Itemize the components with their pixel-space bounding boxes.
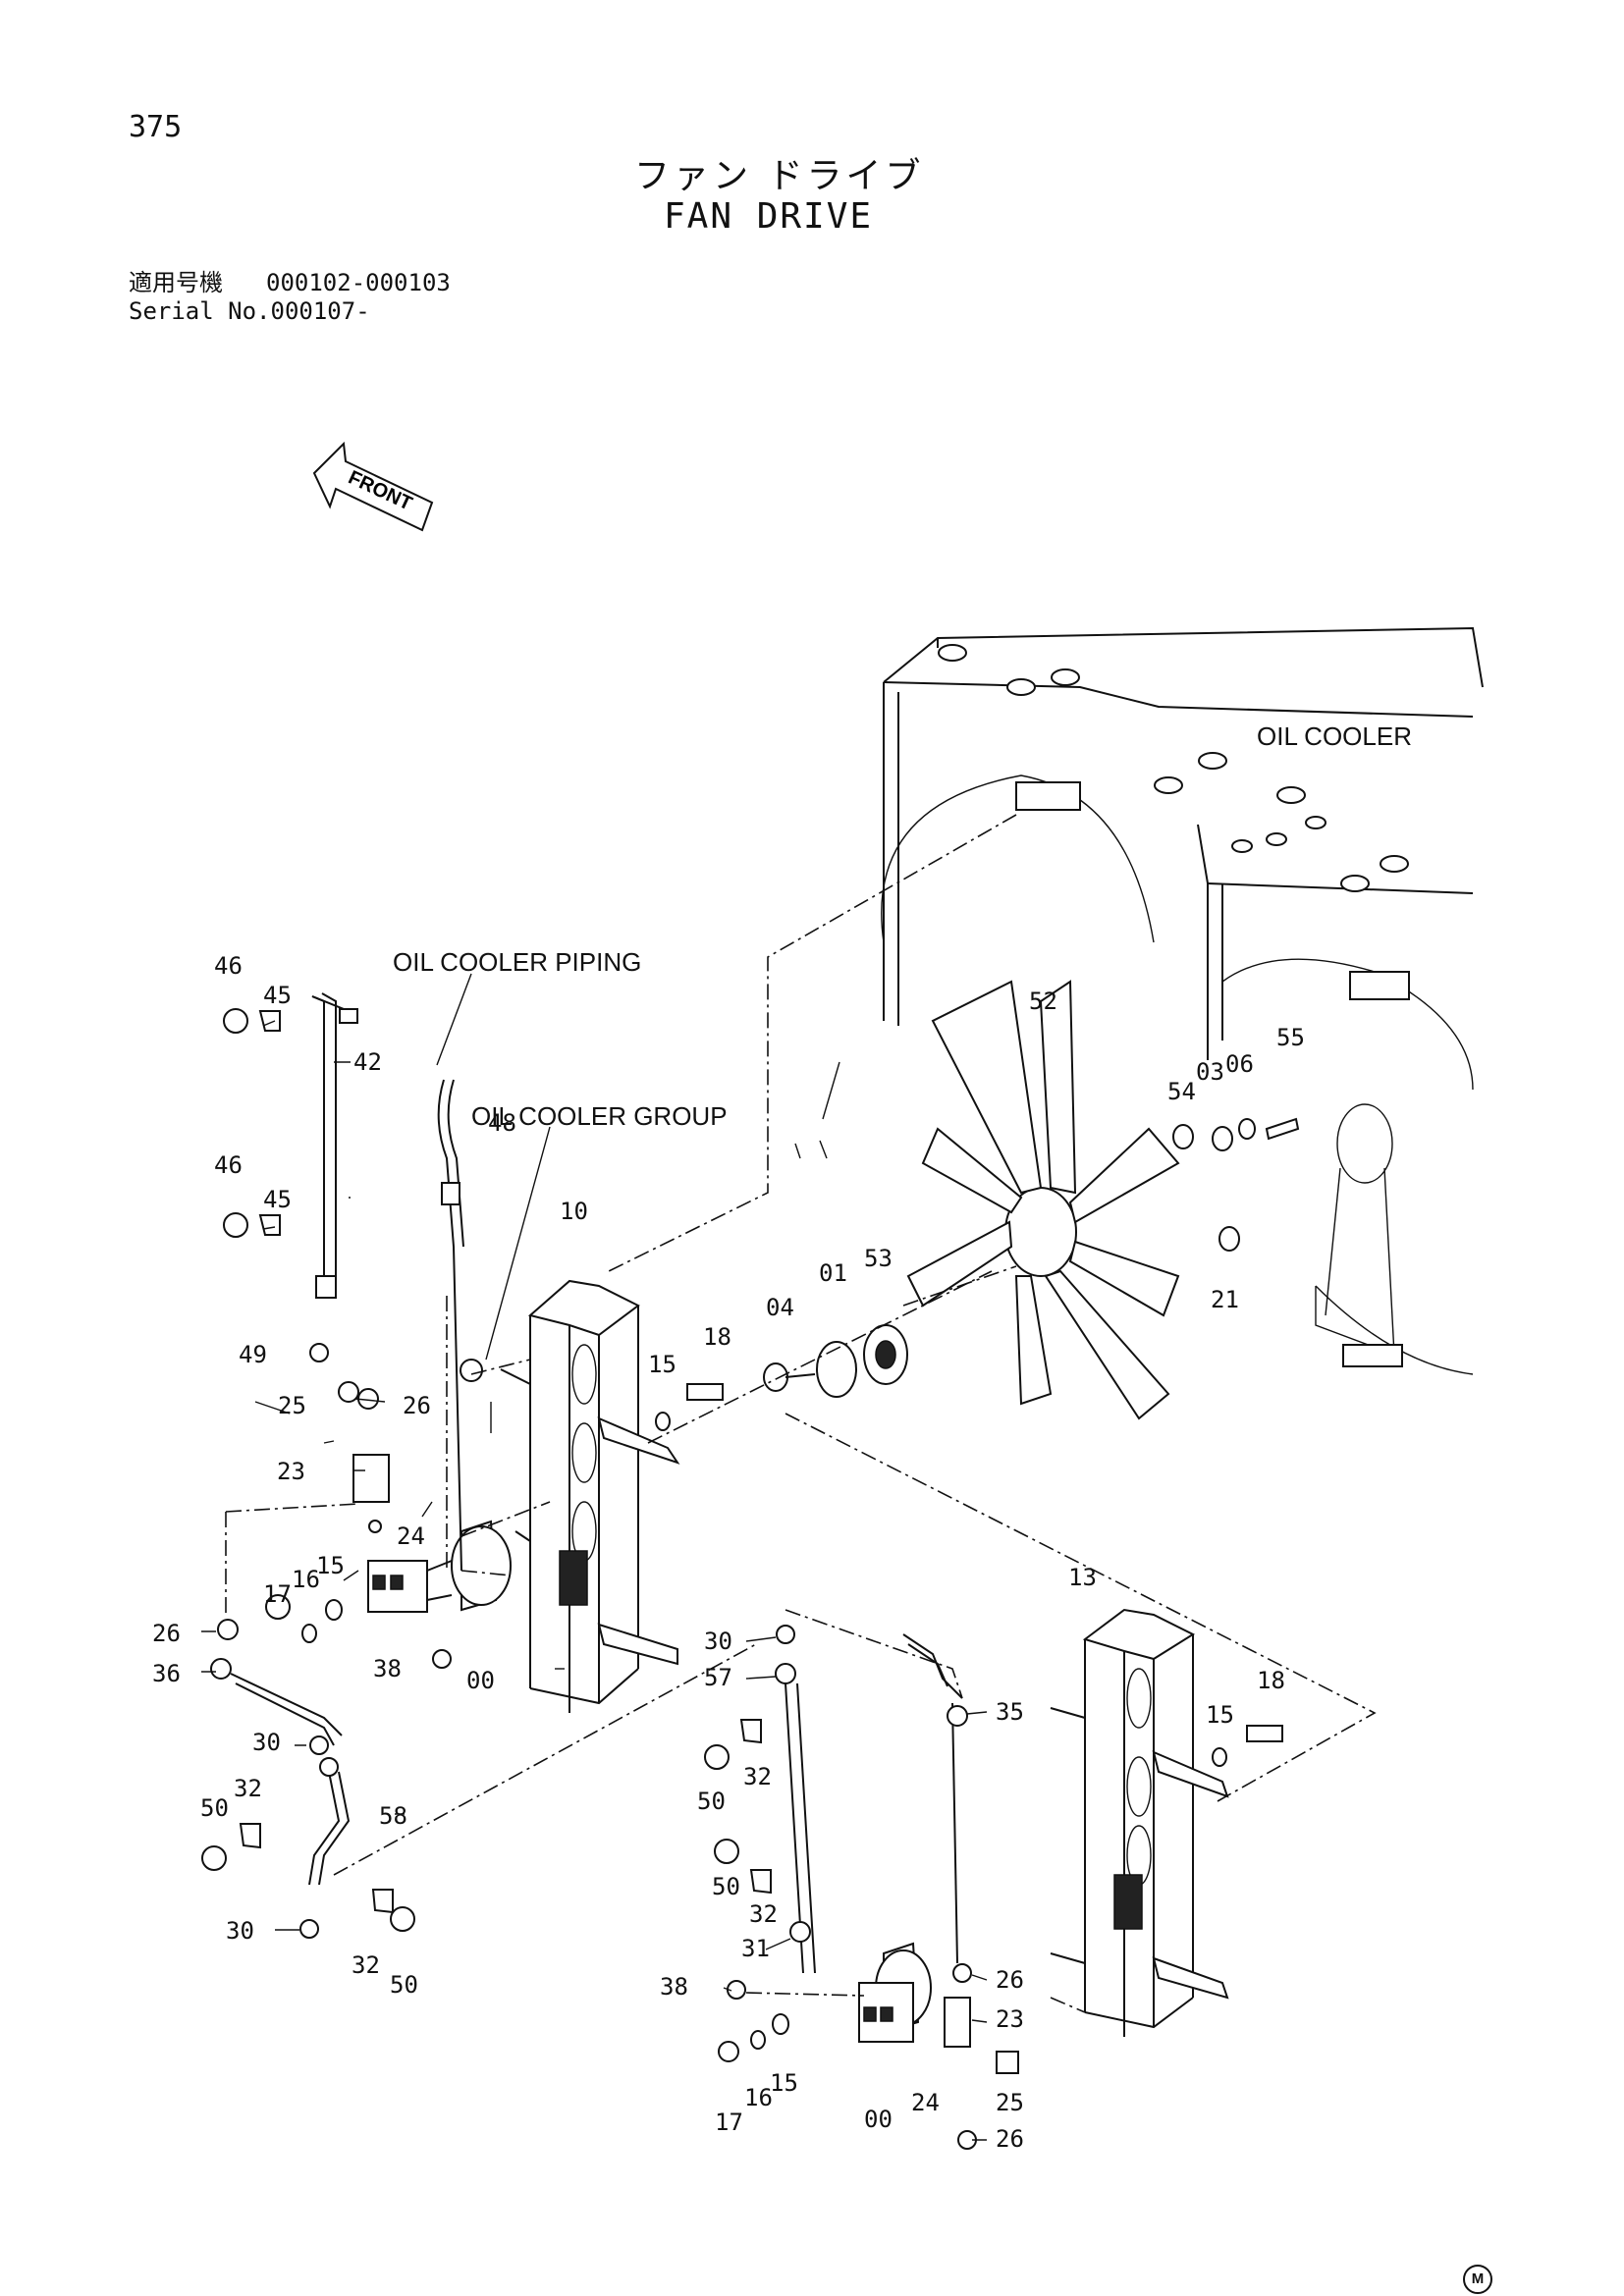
part-number: 21 bbox=[1211, 1286, 1239, 1313]
part-number: 38 bbox=[660, 1973, 688, 2001]
oil-cooler-piping-callout: OIL COOLER PIPING bbox=[393, 947, 642, 977]
part-number: 16 bbox=[744, 2084, 773, 2111]
part-number: 45 bbox=[263, 1186, 292, 1213]
part-number-labels: 46 45 42 46 45 49 25 26 23 24 26 17 16 1… bbox=[152, 952, 1305, 2153]
part-number: 23 bbox=[996, 2005, 1024, 2033]
part-number: 25 bbox=[996, 2089, 1024, 2116]
part-number: 32 bbox=[743, 1763, 772, 1790]
part-number: 18 bbox=[1257, 1667, 1285, 1694]
part-number: 00 bbox=[864, 2106, 893, 2133]
fan-motor-lower bbox=[858, 1942, 932, 2043]
part-number: 16 bbox=[292, 1566, 320, 1593]
front-arrow-label: FRONT bbox=[345, 466, 415, 514]
page-title: FAN DRIVE bbox=[664, 196, 874, 237]
shroud-frame-upper bbox=[500, 1279, 680, 1713]
part-number: 25 bbox=[278, 1392, 306, 1419]
part-number: 30 bbox=[704, 1628, 732, 1655]
part-number: 26 bbox=[403, 1392, 431, 1419]
part-number: 46 bbox=[214, 952, 243, 980]
part-number: 38 bbox=[373, 1655, 402, 1682]
part-number: 50 bbox=[712, 1873, 740, 1900]
part-number: 24 bbox=[911, 2089, 940, 2116]
part-number: 10 bbox=[560, 1198, 588, 1225]
part-number: 15 bbox=[770, 2069, 798, 2097]
part-number: 26 bbox=[996, 1966, 1024, 1994]
part-number: 17 bbox=[715, 2109, 743, 2136]
part-number: 53 bbox=[864, 1245, 893, 1272]
part-number: 48 bbox=[488, 1109, 516, 1137]
part-number: 52 bbox=[1029, 988, 1057, 1015]
part-number: 13 bbox=[1068, 1564, 1097, 1591]
part-number: 32 bbox=[749, 1900, 778, 1928]
part-number: 32 bbox=[234, 1775, 262, 1802]
part-number: 49 bbox=[239, 1341, 267, 1368]
fan-hub-parts bbox=[763, 1117, 1300, 1398]
part-number: 50 bbox=[390, 1971, 418, 1999]
part-number: 35 bbox=[996, 1698, 1024, 1726]
oil-pipes bbox=[230, 992, 963, 1974]
part-number: 17 bbox=[263, 1580, 292, 1608]
oil-cooler-assembly bbox=[881, 626, 1484, 1375]
corner-mark-icon: M bbox=[1463, 2265, 1492, 2294]
part-number: 00 bbox=[466, 1667, 495, 1694]
oil-cooler-callout: OIL COOLER bbox=[1257, 721, 1412, 751]
callout-leaders bbox=[201, 973, 988, 2141]
part-number: 54 bbox=[1167, 1078, 1196, 1105]
applicable-serial-row: 適用号機 000102-000103 bbox=[129, 263, 451, 297]
page-title-japanese: ファン ドライブ bbox=[634, 156, 925, 196]
serial-value: 000107- bbox=[270, 297, 370, 325]
part-number: 15 bbox=[316, 1552, 345, 1579]
part-number: 26 bbox=[996, 2125, 1024, 2153]
part-number: 31 bbox=[741, 1935, 770, 1962]
page-number: 375 bbox=[129, 110, 183, 144]
part-number: 03 bbox=[1196, 1058, 1224, 1086]
serial-number-row: Serial No.000107- bbox=[129, 297, 370, 325]
fan-motor-upper bbox=[367, 1520, 512, 1613]
part-number: 30 bbox=[252, 1729, 281, 1756]
part-number: 36 bbox=[152, 1660, 181, 1687]
part-number: 04 bbox=[766, 1294, 794, 1321]
part-number: 32 bbox=[352, 1951, 380, 1979]
part-number: 45 bbox=[263, 982, 292, 1009]
part-number: 18 bbox=[703, 1323, 731, 1351]
part-number: 26 bbox=[152, 1620, 181, 1647]
serial-label: 適用号機 bbox=[129, 269, 223, 296]
oil-cooler-group-callout: OIL COOLER GROUP bbox=[471, 1101, 728, 1131]
part-number: 23 bbox=[277, 1458, 305, 1485]
serial-label: Serial No. bbox=[129, 297, 271, 325]
hardware bbox=[201, 1008, 1283, 2150]
serial-value: 000102-000103 bbox=[266, 269, 451, 296]
part-number: 50 bbox=[200, 1794, 229, 1822]
part-number: 15 bbox=[648, 1351, 677, 1378]
part-number: 50 bbox=[697, 1788, 726, 1815]
part-number: 30 bbox=[226, 1917, 254, 1945]
part-number: 58 bbox=[379, 1802, 407, 1830]
part-number: 24 bbox=[397, 1522, 425, 1550]
part-number: 42 bbox=[353, 1048, 382, 1076]
shroud-frame-lower bbox=[1050, 1608, 1229, 2037]
part-number: 55 bbox=[1276, 1024, 1305, 1051]
part-number: 57 bbox=[704, 1664, 732, 1691]
part-number: 01 bbox=[819, 1259, 847, 1287]
fan-blade bbox=[906, 980, 1180, 1420]
alignment-lines bbox=[225, 814, 1377, 2013]
part-number: 06 bbox=[1225, 1050, 1254, 1078]
part-number: 46 bbox=[214, 1151, 243, 1179]
part-number: 15 bbox=[1206, 1701, 1234, 1729]
front-arrow-icon: FRONT bbox=[312, 441, 434, 532]
